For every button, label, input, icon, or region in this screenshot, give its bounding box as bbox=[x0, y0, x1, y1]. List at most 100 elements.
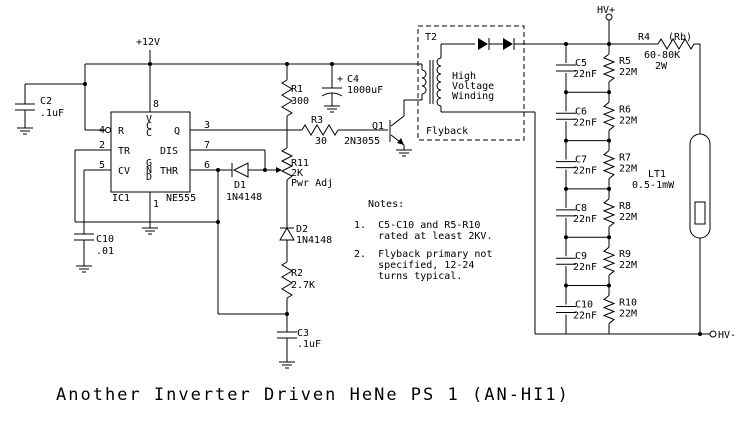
ic-pin-dis-label: DIS bbox=[160, 146, 178, 157]
ic-pin-cv-label: CV bbox=[118, 166, 130, 177]
lt1-value: 0.5-1mW bbox=[632, 180, 675, 191]
ladder-cells: C522nFR522MC622nFR622MC722nFR722MC822nFR… bbox=[556, 53, 637, 324]
r3-ref: R3 bbox=[311, 115, 323, 126]
ladder-res-ref: R9 bbox=[619, 249, 631, 260]
ic-pin4-number: 4 bbox=[99, 125, 105, 136]
ladder-cap-value: 22nF bbox=[573, 262, 597, 273]
r11-note: Pwr Adj bbox=[291, 178, 333, 189]
ic-pin1-number: 1 bbox=[153, 199, 159, 210]
ladder-node bbox=[607, 90, 611, 95]
ladder-cap-value: 22nF bbox=[573, 166, 597, 177]
ladder-cap-ref: C6 bbox=[575, 106, 587, 117]
ladder-resistor bbox=[602, 246, 616, 276]
ladder-cap-ref: C9 bbox=[575, 251, 587, 262]
capacitor-c2 bbox=[15, 83, 85, 135]
ic-pin-tr-label: TR bbox=[118, 146, 131, 157]
d1-value: 1N4148 bbox=[226, 192, 262, 203]
t2-ref: T2 bbox=[425, 32, 437, 43]
t2-winding-3: Winding bbox=[452, 91, 494, 102]
r4-value: 60-80K bbox=[644, 50, 680, 61]
resistor-r4 bbox=[657, 38, 701, 134]
ic-pin-r-label: R bbox=[118, 126, 125, 137]
notes: Notes: 1. C5-C10 and R5-R10 rated at lea… bbox=[354, 199, 492, 282]
c4-polarity: + bbox=[337, 74, 343, 85]
t2-winding-1: High bbox=[452, 71, 476, 82]
hv-terminals bbox=[605, 13, 717, 338]
r1-value: 300 bbox=[291, 96, 309, 107]
ladder-resistor bbox=[602, 53, 616, 83]
ladder-res-ref: R5 bbox=[619, 56, 631, 67]
notes-heading: Notes: bbox=[368, 199, 404, 210]
resistor-r2 bbox=[281, 261, 293, 332]
c10-timing-ref: C10 bbox=[96, 234, 114, 245]
lt1-ref: LT1 bbox=[648, 169, 666, 180]
ladder-node bbox=[607, 283, 611, 288]
ladder-res-value: 22M bbox=[619, 164, 637, 175]
ladder-res-ref: R6 bbox=[619, 104, 631, 115]
resistor-r1 bbox=[281, 64, 293, 148]
r3-value: 30 bbox=[315, 136, 327, 147]
r1-ref: R1 bbox=[291, 84, 303, 95]
ladder-res-value: 22M bbox=[619, 212, 637, 223]
ic-pin-thr-label: THR bbox=[160, 166, 179, 177]
ic-gnd-d: D bbox=[146, 172, 152, 183]
resistor-r3 bbox=[301, 124, 388, 136]
ladder-node bbox=[564, 90, 568, 95]
ic-vcc-c2: C bbox=[146, 128, 152, 139]
diode-d2 bbox=[279, 222, 295, 262]
d2-ref: D2 bbox=[296, 224, 308, 235]
ic-gnd-g: G bbox=[146, 158, 152, 169]
ic-pin-q-label: Q bbox=[174, 126, 180, 137]
note-1-line-2: rated at least 2KV. bbox=[354, 231, 492, 242]
ladder-cap-gap bbox=[556, 111, 576, 122]
ladder-cap-ref: C5 bbox=[575, 58, 587, 69]
r11-ref: R11 bbox=[291, 158, 309, 169]
capacitor-c3 bbox=[277, 331, 297, 369]
hv-minus-label: HV- bbox=[718, 330, 736, 341]
c3-value: .1uF bbox=[297, 339, 321, 350]
ladder-node bbox=[564, 235, 568, 240]
ladder-node bbox=[564, 138, 568, 143]
laser-tube-lt1 bbox=[689, 133, 711, 336]
r4-ref: R4 bbox=[638, 32, 650, 43]
c4-ref: C4 bbox=[347, 74, 359, 85]
c2-value: .1uF bbox=[40, 108, 64, 119]
ladder-res-value: 22M bbox=[619, 309, 637, 320]
potentiometer-r11 bbox=[265, 147, 294, 222]
ladder-node bbox=[607, 138, 611, 143]
ladder-res-value: 22M bbox=[619, 260, 637, 271]
ladder-res-value: 22M bbox=[619, 67, 637, 78]
ladder-cap-gap bbox=[556, 256, 576, 267]
ic-pin5-number: 5 bbox=[99, 160, 105, 171]
ic-part: NE555 bbox=[166, 193, 196, 204]
ladder-cap-gap bbox=[556, 304, 576, 315]
note-2-line-2: specified, 12-24 bbox=[354, 260, 474, 271]
ic-ne555 bbox=[74, 111, 302, 315]
ic-pin6-number: 6 bbox=[204, 160, 210, 171]
ladder-cap-ref: C10 bbox=[575, 300, 593, 311]
r4-rb: (Rb) bbox=[668, 32, 692, 43]
ic-gnd-n: N bbox=[146, 165, 152, 176]
hv-plus-label: HV+ bbox=[597, 5, 615, 16]
q1-value: 2N3055 bbox=[344, 136, 380, 147]
c3-ref: C3 bbox=[297, 328, 309, 339]
note-2-line-1: 2. Flyback primary not bbox=[354, 249, 492, 260]
ladder-cap-ref: C8 bbox=[575, 203, 587, 214]
r2-ref: R2 bbox=[291, 268, 303, 279]
c4-value: 1000uF bbox=[347, 85, 383, 96]
note-1-line-1: 1. C5-C10 and R5-R10 bbox=[354, 220, 480, 231]
ladder-cap-ref: C7 bbox=[575, 155, 587, 166]
ic-vcc-c1: C bbox=[146, 121, 152, 132]
ic-pin2-number: 2 bbox=[99, 140, 105, 151]
ic-pin8-number: 8 bbox=[153, 99, 159, 110]
ladder-res-ref: R7 bbox=[619, 153, 631, 164]
r11-value: 2K bbox=[291, 168, 303, 179]
c10-timing-value: .01 bbox=[96, 246, 114, 257]
ladder-cap-value: 22nF bbox=[573, 117, 597, 128]
ic-ref: IC1 bbox=[112, 193, 130, 204]
ladder-cap-value: 22nF bbox=[573, 69, 597, 80]
ladder-resistor bbox=[602, 101, 616, 131]
